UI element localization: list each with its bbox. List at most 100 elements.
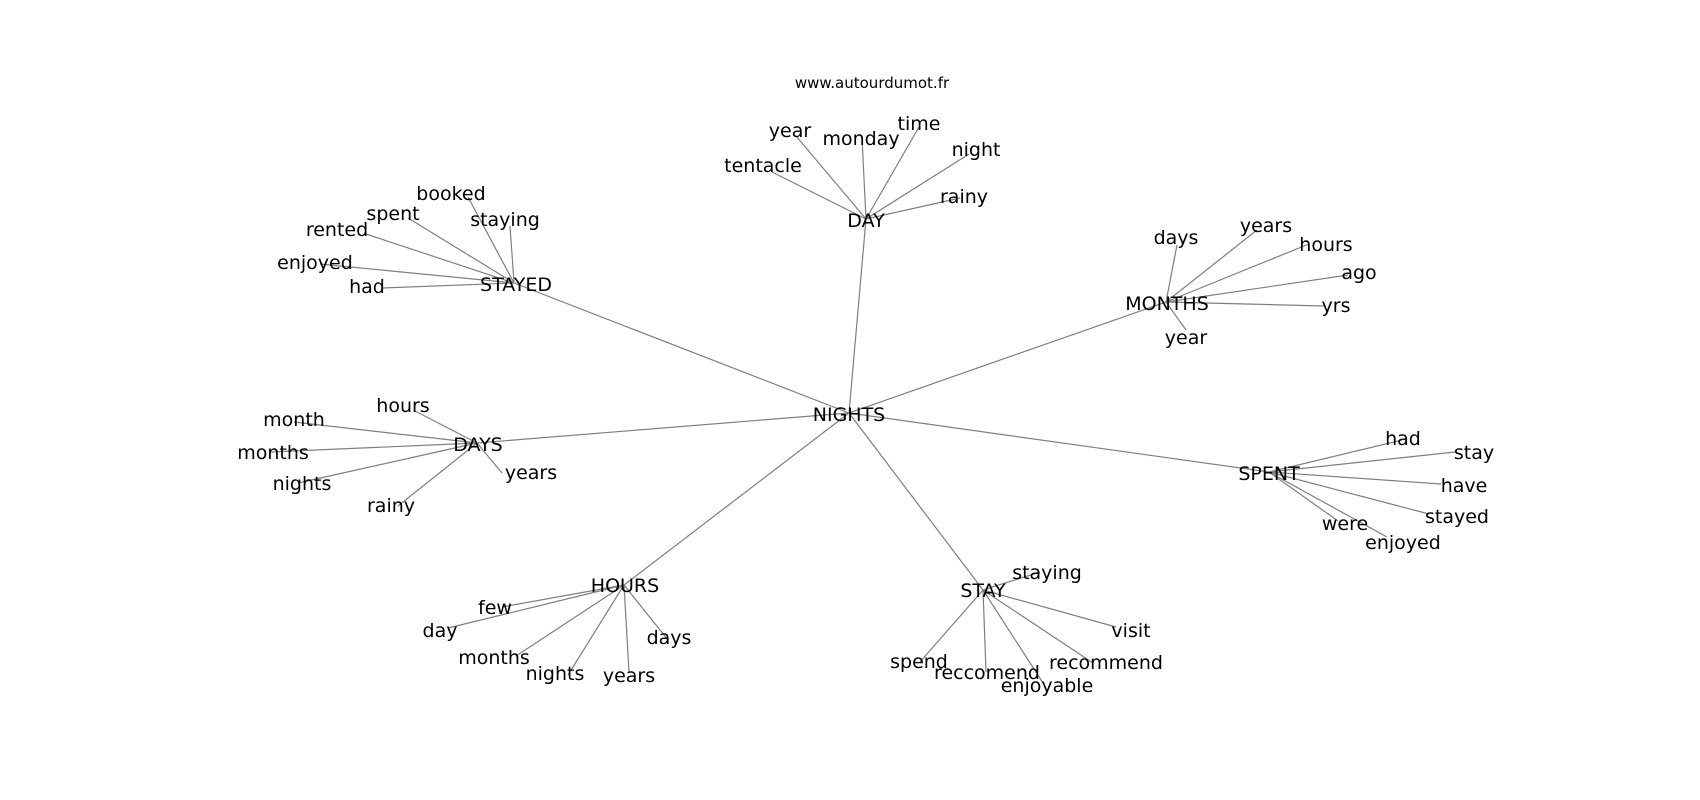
node-leaf: reccomend	[934, 662, 1040, 684]
edge-day-monday	[861, 137, 867, 220]
edge-stayed-enjoyed	[319, 263, 515, 284]
edge-stay-reccomend	[982, 589, 987, 673]
node-leaf: nights	[526, 663, 585, 685]
edge-months-ago	[1165, 274, 1349, 303]
node-hub-months: MONTHS	[1125, 293, 1209, 315]
node-leaf: nights	[273, 473, 332, 495]
node-leaf: spend	[890, 651, 948, 673]
edge-stay-staying	[982, 571, 1041, 591]
edge-months-hours	[1165, 243, 1310, 303]
node-leaf: hours	[1299, 234, 1352, 256]
node-leaf: monday	[822, 128, 899, 150]
node-leaf: tentacle	[724, 155, 802, 177]
node-hub-hours: HOURS	[591, 575, 659, 597]
node-leaf: months	[237, 442, 309, 464]
node-leaf: stayed	[1425, 506, 1489, 528]
edge-months-year	[1165, 301, 1187, 331]
node-leaf: enjoyed	[277, 252, 353, 274]
edge-hours-few	[501, 584, 625, 608]
edge-stayed-rented	[365, 233, 515, 284]
edge-spent-had	[1268, 439, 1403, 473]
node-leaf: few	[478, 597, 512, 619]
edge-stay-visit	[982, 589, 1117, 628]
node-leaf: years	[505, 462, 557, 484]
edges	[269, 126, 1456, 684]
edge-days-month	[293, 421, 478, 444]
node-hub-spent: SPENT	[1238, 463, 1300, 485]
edge-root-months	[848, 301, 1167, 414]
node-leaf: year	[1165, 327, 1208, 349]
node-leaf: ago	[1341, 262, 1376, 284]
node-leaf: month	[263, 409, 325, 431]
edge-root-day	[848, 218, 867, 414]
node-hub-day: DAY	[847, 210, 885, 232]
edge-root-spent	[848, 412, 1270, 473]
edge-days-rainy	[397, 442, 478, 507]
edge-stayed-staying	[509, 225, 515, 284]
edge-root-hours	[623, 412, 850, 586]
node-leaf: rainy	[367, 495, 415, 517]
edge-day-rainy	[865, 197, 961, 220]
edge-stayed-spent	[407, 217, 515, 284]
edge-day-tentacle	[771, 171, 867, 220]
node-leaf: rented	[306, 219, 368, 241]
node-hub-stayed: STAYED	[480, 274, 552, 296]
node-leaf: were	[1322, 513, 1368, 535]
node-leaf: years	[1240, 215, 1292, 237]
edge-months-yrs	[1165, 301, 1325, 307]
edge-months-years	[1165, 229, 1258, 303]
node-leaf: staying	[470, 209, 540, 231]
edge-months-days	[1165, 244, 1178, 303]
node-hub-stay: STAY	[960, 580, 1006, 602]
node-leaf: rainy	[940, 186, 988, 208]
edge-days-years	[476, 442, 503, 474]
edge-spent-stay	[1268, 451, 1456, 473]
edge-day-year	[795, 135, 867, 220]
edge-stay-spend	[919, 589, 984, 663]
edge-spent-enjoyed	[1268, 471, 1388, 538]
node-hub-days: DAYS	[453, 434, 503, 456]
site-label: www.autourdumot.fr	[795, 74, 950, 92]
node-leaf: stay	[1454, 442, 1494, 464]
edge-hours-years	[623, 584, 630, 673]
node-leaf: days	[647, 627, 692, 649]
edge-stayed-booked	[467, 196, 515, 284]
edge-hours-nights	[567, 584, 625, 676]
edge-hours-days	[623, 584, 669, 641]
node-leaf: hours	[376, 395, 429, 417]
node-leaf: spent	[366, 203, 419, 225]
edge-stay-recommend	[982, 589, 1094, 664]
edge-root-stay	[848, 412, 984, 591]
edge-stayed-had	[381, 282, 515, 289]
edge-root-days	[476, 412, 850, 444]
node-leaf: enjoyed	[1365, 532, 1441, 554]
node-leaf: enjoyable	[1001, 675, 1094, 697]
edge-root-stayed	[513, 282, 850, 414]
node-root: NIGHTS	[813, 404, 886, 426]
node-leaf: year	[769, 120, 812, 142]
edge-days-nights	[297, 442, 478, 484]
edge-stay-enjoyable	[982, 589, 1044, 684]
node-leaf: day	[423, 620, 458, 642]
node-leaf: yrs	[1322, 295, 1351, 317]
edge-spent-stayed	[1268, 471, 1430, 515]
node-leaf: visit	[1111, 620, 1150, 642]
edge-hours-day	[447, 584, 625, 629]
node-leaf: time	[898, 113, 941, 135]
node-leaf: years	[603, 665, 655, 687]
node-leaf: had	[1385, 428, 1421, 450]
node-leaf: months	[458, 647, 530, 669]
edge-days-months	[269, 442, 478, 453]
node-leaf: have	[1441, 475, 1488, 497]
edge-day-night	[865, 153, 970, 220]
node-leaf: staying	[1012, 562, 1082, 584]
edge-hours-months	[515, 584, 625, 657]
node-leaf: days	[1154, 227, 1199, 249]
node-leaf: booked	[416, 183, 485, 205]
node-leaf: night	[952, 139, 1001, 161]
edge-days-hours	[414, 410, 478, 444]
edge-spent-have	[1268, 471, 1442, 485]
edge-day-time	[865, 126, 920, 220]
